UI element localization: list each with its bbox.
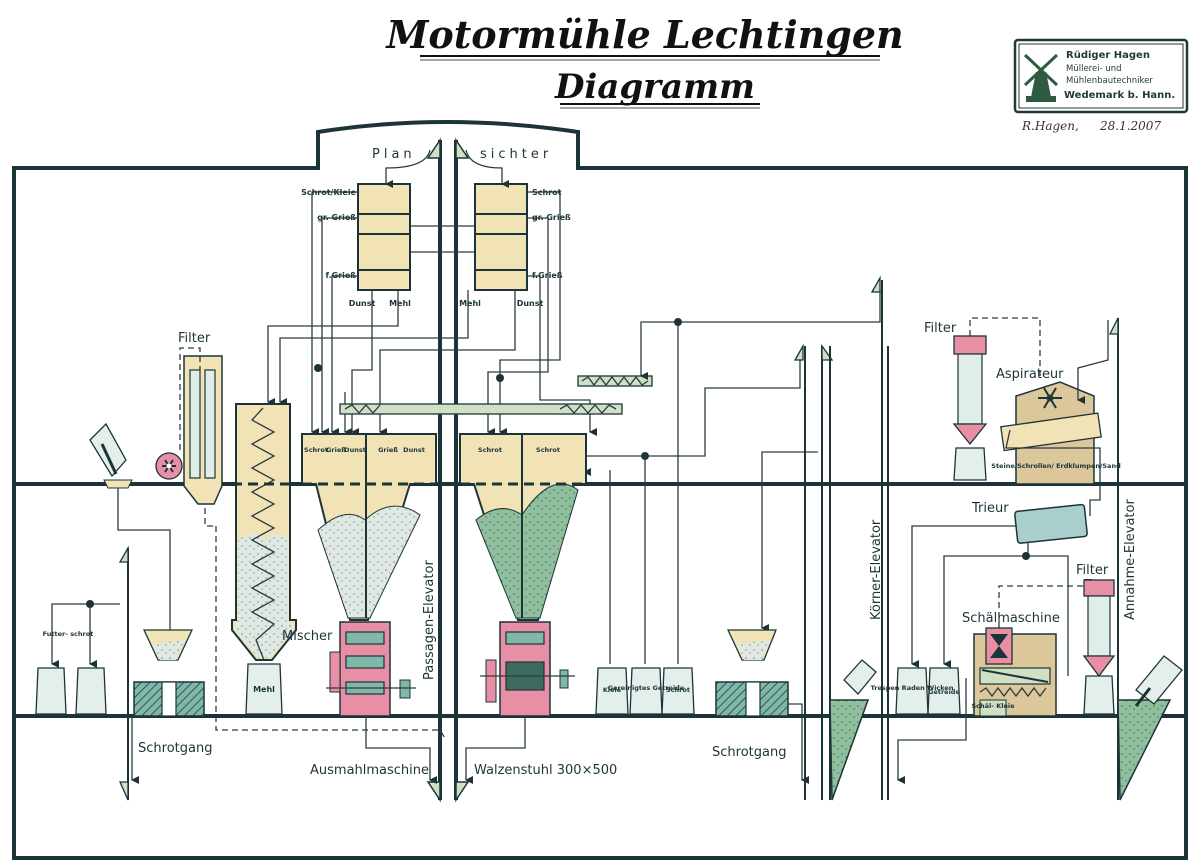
label-mehl-left: Mehl	[389, 299, 411, 308]
signature-date: 28.1.2007	[1099, 119, 1161, 133]
label-filter-top-right: Filter	[924, 321, 957, 336]
label-passagen-elevator: Passagen-Elevator	[422, 560, 437, 680]
label-schrotgang-left: Schrotgang	[138, 741, 212, 756]
bin-label-dunst: Dunst	[344, 446, 366, 454]
bag-label-kleie: Kleie	[603, 686, 622, 694]
sack-icon	[35, 667, 67, 715]
bag-label-getreide: Getreide	[928, 688, 960, 696]
sack-icon	[843, 659, 877, 695]
trieur: Trieur	[911, 501, 1088, 676]
bin-label-schrot-r2: Schrot	[536, 446, 560, 454]
label-ausmahlmaschine: Ausmahlmaschine	[310, 763, 429, 778]
label-mehl-bag: Mehl	[253, 685, 275, 694]
ausmahlmaschine: Ausmahlmaschine	[310, 621, 437, 784]
label-filter-bottom-right: Filter	[1076, 563, 1109, 578]
bin-label-griess: Grieß	[326, 446, 346, 454]
schrotgang-left: Futter- schrot Schrotgang	[35, 545, 212, 801]
plansichter: Plan sichter Schrot/Kleie gr. Grieß f.Gr…	[301, 147, 571, 308]
bin-label-dunst-2: Dunst	[403, 446, 425, 454]
bag-label-gereinigtes: Gereinigtes Getreide	[608, 684, 685, 692]
title-block: Motormühle Lechtingen Diagramm	[384, 12, 904, 109]
label-gr-griess-right: gr. Grieß	[532, 213, 571, 222]
label-mehl-right: Mehl	[459, 299, 481, 308]
sack-icon	[75, 667, 107, 715]
filter-left: Filter	[155, 331, 223, 527]
bin-label-schrot: Schrot	[304, 446, 328, 454]
schaelmaschine: Schälmaschine Schäl- Kleie	[897, 579, 1092, 784]
mischer: Mischer Mehl	[215, 403, 447, 741]
label-walzenstuhl: Walzenstuhl 300×500	[474, 763, 617, 778]
label-schrotgang-right: Schrotgang	[712, 745, 786, 760]
intake-left	[89, 422, 177, 644]
koerner-elevator: Körner-Elevator	[829, 346, 889, 801]
label-annahme-elevator: Annahme-Elevator	[1123, 499, 1138, 620]
maker-stamp: Rüdiger Hagen Müllerei- und Mühlenbautec…	[1013, 38, 1189, 133]
passagen-elevator: Passagen-Elevator	[422, 137, 470, 803]
aspirateur: Aspirateur Steine/Schrollen/ Erdklumpen/…	[991, 317, 1121, 800]
label-schaelkleie: Schäl- Kleie	[971, 702, 1015, 710]
label-dunst-left: Dunst	[349, 299, 376, 308]
walzenstuhl: Walzenstuhl 300×500	[465, 621, 617, 784]
windmill-icon	[1023, 53, 1059, 102]
label-dunst-right: Dunst	[517, 299, 544, 308]
schrotgang-right: Schrotgang	[712, 629, 809, 784]
label-futterschrot: Futter- schrot	[43, 630, 94, 638]
bin-group-left: Schrot Grieß Dunst Grieß Dunst	[301, 433, 437, 621]
stamp-location: Wedemark b. Hann.	[1064, 90, 1175, 101]
label-mischer: Mischer	[282, 629, 333, 644]
bin-label-schrot-r1: Schrot	[478, 446, 502, 454]
bag-label-schrot: Schrot	[666, 686, 690, 694]
flow-lines	[267, 191, 883, 800]
label-trieur: Trieur	[971, 501, 1009, 516]
stamp-name: Rüdiger Hagen	[1066, 50, 1150, 61]
annahme-elevator: Annahme-Elevator	[1117, 499, 1183, 801]
sack-icon	[89, 422, 127, 478]
filter-top-right: Filter	[924, 317, 1041, 481]
label-koerner-elevator: Körner-Elevator	[869, 519, 884, 620]
bin-group-right: Schrot Schrot	[459, 433, 587, 621]
label-aspirateur: Aspirateur	[996, 367, 1064, 382]
stamp-line1: Müllerei- und	[1066, 64, 1122, 74]
bag-label-trespen: Trespen Raden Wicken	[871, 684, 954, 692]
label-filter-left: Filter	[178, 331, 211, 346]
label-plan: Plan	[372, 147, 416, 162]
diagram-subtitle: Diagramm	[554, 67, 755, 107]
bags-center: Kleie Gereinigtes Getreide Schrot	[595, 470, 695, 715]
bags-right: Trespen Raden Wicken Getreide	[871, 667, 961, 715]
bin-label-griess-2: Grieß	[378, 446, 398, 454]
label-schaelmaschine: Schälmaschine	[962, 611, 1060, 626]
stamp-line2: Mühlenbautechniker	[1066, 76, 1153, 86]
signature: R.Hagen,	[1021, 119, 1079, 133]
diagram-title: Motormühle Lechtingen	[384, 12, 903, 57]
filter-bottom-right: Filter	[1076, 563, 1116, 715]
label-sichter: sichter	[480, 147, 552, 162]
label-aspirateur-output: Steine/Schrollen/ Erdklumpen/Sand	[991, 462, 1121, 470]
